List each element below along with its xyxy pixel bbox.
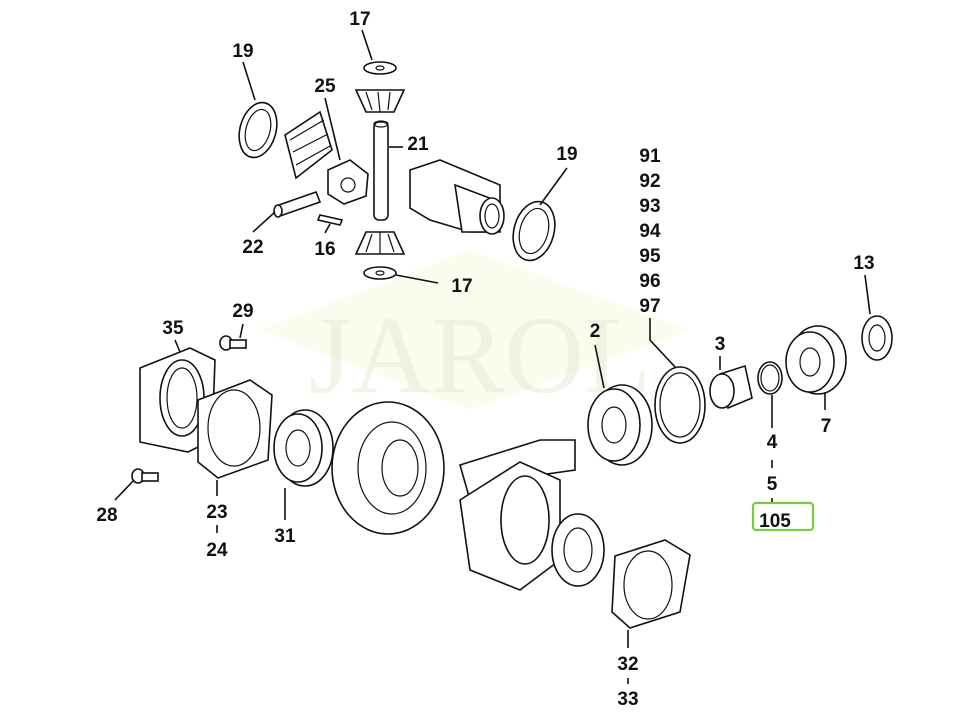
part-spacer-3[interactable] (709, 364, 753, 410)
callout-24[interactable]: 24 (206, 540, 228, 561)
callout-91[interactable]: 91 (639, 146, 661, 167)
part-bearing-2[interactable] (587, 384, 653, 466)
callout-96[interactable]: 96 (639, 271, 660, 292)
callout-7[interactable]: 7 (821, 416, 832, 437)
callout-2[interactable]: 2 (590, 321, 601, 342)
part-gasket-32[interactable] (611, 539, 691, 629)
part-bolt-29[interactable] (219, 335, 247, 351)
part-washer-17-top[interactable] (363, 61, 397, 75)
part-pin-21[interactable] (373, 120, 389, 221)
leader-lines (114, 29, 871, 684)
callout-19-left[interactable]: 19 (232, 41, 253, 62)
part-shim-97[interactable] (654, 366, 706, 444)
part-differential-case[interactable] (459, 461, 605, 591)
callout-16[interactable]: 16 (314, 239, 335, 260)
part-gasket-23[interactable] (197, 379, 273, 479)
part-ring-gear[interactable] (331, 401, 445, 535)
part-thrust-washer-19-right[interactable] (507, 197, 561, 265)
part-bolt-28[interactable] (131, 468, 159, 484)
part-ring-4[interactable] (757, 361, 783, 395)
callout-5[interactable]: 5 (767, 474, 778, 495)
part-side-gear-shaft[interactable] (409, 159, 505, 235)
callout-93[interactable]: 93 (639, 196, 660, 217)
callout-22[interactable]: 22 (242, 237, 263, 258)
callout-3[interactable]: 3 (715, 334, 726, 355)
callout-4[interactable]: 4 (767, 432, 778, 453)
part-pin-22[interactable] (273, 190, 322, 218)
watermark-text: JAROL (309, 294, 651, 416)
part-nut-13[interactable] (861, 315, 893, 361)
part-washer-17-bottom[interactable] (363, 266, 397, 280)
callout-35[interactable]: 35 (162, 318, 184, 339)
callout-19-right[interactable]: 19 (556, 144, 577, 165)
part-block-25[interactable] (327, 159, 369, 205)
callout-33[interactable]: 33 (617, 689, 638, 710)
callout-97[interactable]: 97 (639, 296, 660, 317)
part-pin-16[interactable] (316, 214, 344, 226)
callout-13[interactable]: 13 (853, 253, 874, 274)
callout-28[interactable]: 28 (96, 505, 117, 526)
highlight-box-105 (751, 501, 815, 532)
callout-21[interactable]: 21 (407, 134, 429, 155)
watermark-shape (260, 250, 690, 410)
callout-25[interactable]: 25 (314, 76, 336, 97)
callout-105[interactable]: 105 (759, 511, 791, 532)
callout-23[interactable]: 23 (206, 502, 227, 523)
callout-31[interactable]: 31 (274, 526, 296, 547)
callout-95[interactable]: 95 (639, 246, 661, 267)
callout-94[interactable]: 94 (639, 221, 661, 242)
callout-92[interactable]: 92 (639, 171, 660, 192)
callout-17-bottom[interactable]: 17 (451, 276, 472, 297)
callout-29[interactable]: 29 (232, 301, 253, 322)
part-bearing-31[interactable] (273, 409, 334, 487)
part-bearing-7[interactable] (785, 325, 847, 395)
part-thrust-washer-19-left[interactable] (233, 98, 282, 161)
part-side-gear-left[interactable] (284, 110, 333, 180)
part-pinion-gear-bottom[interactable] (354, 231, 406, 255)
part-pinion-gear-top[interactable] (354, 89, 406, 113)
part-cover-35[interactable] (139, 347, 216, 453)
callout-17-top[interactable]: 17 (349, 9, 370, 30)
callout-32[interactable]: 32 (617, 654, 638, 675)
